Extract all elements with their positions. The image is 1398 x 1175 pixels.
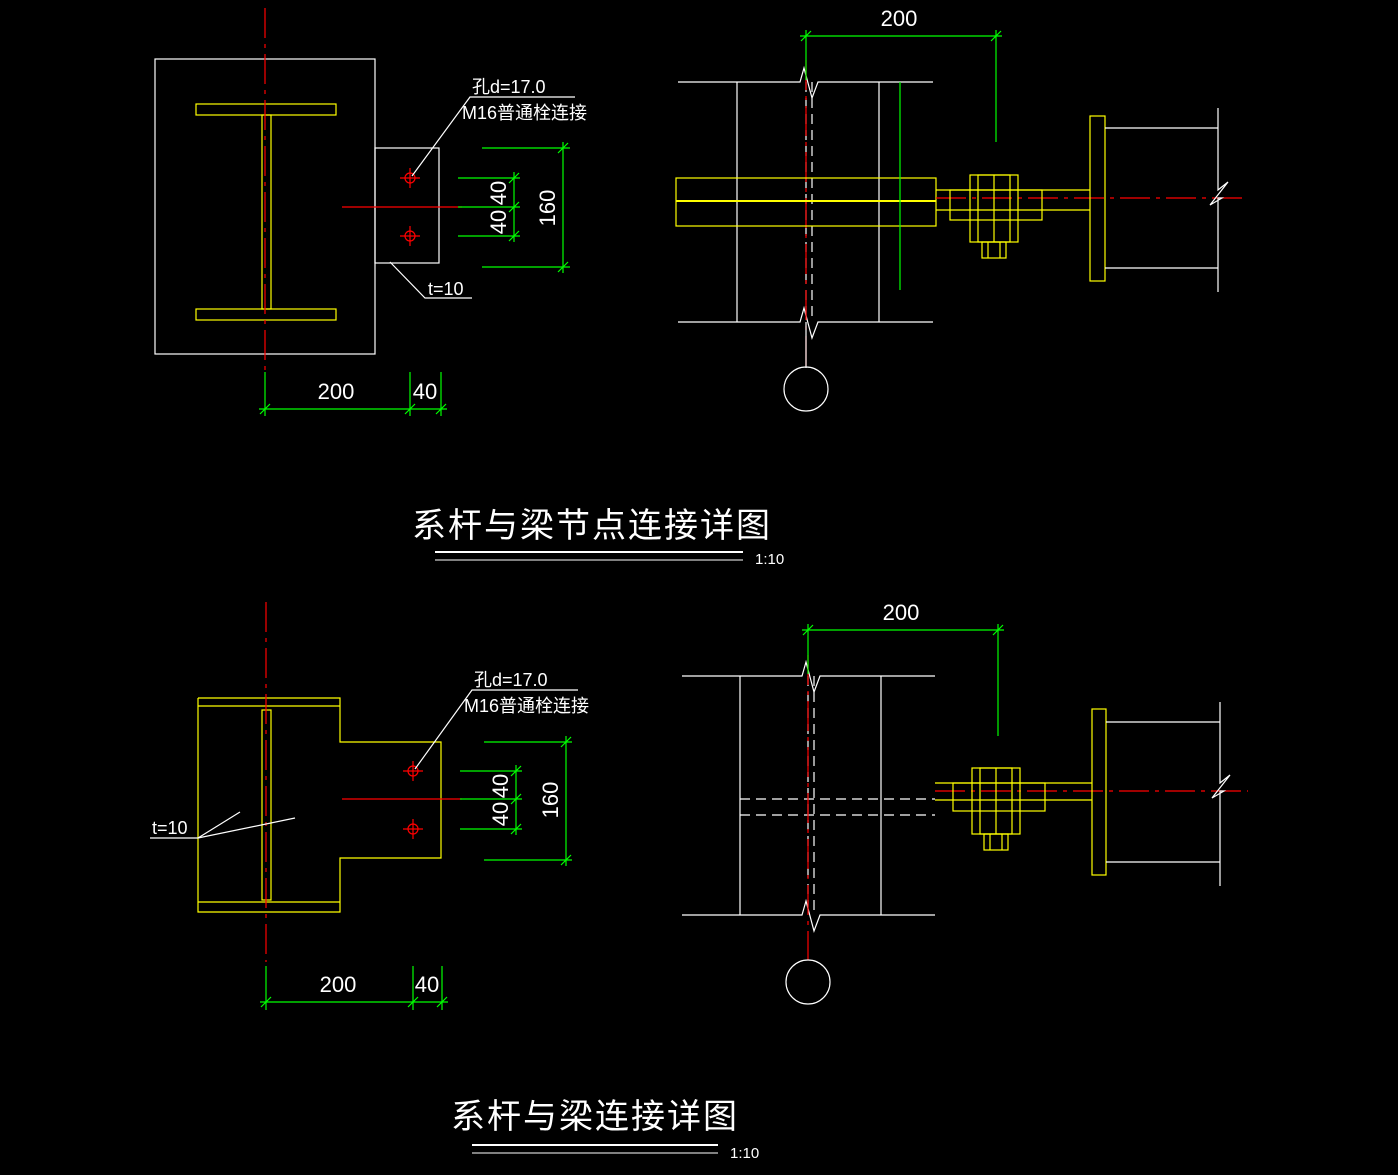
detail-2-axis-bubble bbox=[785, 959, 831, 1005]
detail-1-elev-dim-200 bbox=[800, 30, 1002, 290]
detail-1-dim-200-bottom: 200 bbox=[318, 379, 355, 404]
detail-1-end-plate bbox=[1089, 115, 1106, 282]
detail-2-hole-label: 孔d=17.0 bbox=[474, 670, 548, 690]
detail-2-bolt-hole-upper bbox=[403, 761, 423, 781]
detail-2-elevation-view bbox=[682, 624, 1248, 1005]
detail-1-horizontal-dimensions bbox=[259, 372, 447, 416]
detail-1-hole-label: 孔d=17.0 bbox=[472, 77, 546, 97]
detail-2-hole-leader bbox=[414, 689, 578, 770]
detail-2-horizontal-dimensions bbox=[260, 966, 448, 1010]
detail-1-beam-top-line bbox=[678, 65, 933, 100]
detail-2-title: 系杆与梁连接详图 bbox=[451, 1098, 739, 1136]
detail-2-section-view bbox=[150, 602, 578, 1010]
detail-2-beam-bottom-line bbox=[682, 898, 935, 933]
detail-2-dim-200-top: 200 bbox=[883, 600, 920, 625]
detail-2-plate-outline bbox=[197, 697, 442, 913]
detail-2-bolt-hole-lower bbox=[403, 819, 423, 839]
detail-1-scale: 1:10 bbox=[755, 551, 784, 568]
detail-2-vertical-dimensions bbox=[460, 736, 572, 866]
detail-1-plate-leader bbox=[389, 261, 472, 299]
detail-2-scale: 1:10 bbox=[730, 1145, 759, 1162]
detail-1-axis-bubble bbox=[783, 366, 829, 412]
detail-1-beam-bottom-line bbox=[678, 305, 933, 340]
detail-2-beam-top-line bbox=[682, 659, 935, 694]
detail-2-dim-40-bottom: 40 bbox=[415, 972, 439, 997]
detail-1-dim-40-upper: 40 bbox=[486, 181, 511, 205]
detail-1-vertical-dimensions bbox=[458, 142, 570, 273]
detail-1-dim-40-lower: 40 bbox=[486, 210, 511, 234]
detail-2-bolt-assembly bbox=[952, 767, 1046, 851]
detail-2-bolt-label: M16普通栓连接 bbox=[464, 696, 589, 716]
detail-1-web bbox=[261, 114, 272, 310]
detail-1-elevation-view bbox=[675, 30, 1245, 412]
detail-1-bolt-assembly bbox=[949, 174, 1043, 259]
detail-1-hole-leader bbox=[411, 96, 575, 177]
detail-1-bolt-label: M16普通栓连接 bbox=[462, 103, 587, 123]
detail-1-bolt-hole-upper bbox=[400, 168, 420, 188]
detail-1-dim-160: 160 bbox=[535, 190, 560, 227]
detail-2-dim-40-lower: 40 bbox=[488, 802, 513, 826]
detail-1-bolt-hole-lower bbox=[400, 226, 420, 246]
detail-1-plate-label: t=10 bbox=[428, 279, 464, 299]
detail-1-section-view bbox=[154, 8, 575, 416]
detail-2-plate-label: t=10 bbox=[152, 818, 188, 838]
detail-1-dim-200-top: 200 bbox=[881, 6, 918, 31]
detail-2-dim-200-bottom: 200 bbox=[320, 972, 357, 997]
detail-1-dim-40-bottom: 40 bbox=[413, 379, 437, 404]
detail-1-title: 系杆与梁节点连接详图 bbox=[412, 507, 772, 545]
detail-2-end-plate bbox=[1091, 708, 1107, 876]
detail-2-dim-40-upper: 40 bbox=[488, 774, 513, 798]
detail-1-connection-plate bbox=[374, 147, 440, 264]
detail-2-elev-dim-200 bbox=[802, 624, 1004, 736]
detail-2-dim-160: 160 bbox=[538, 782, 563, 819]
